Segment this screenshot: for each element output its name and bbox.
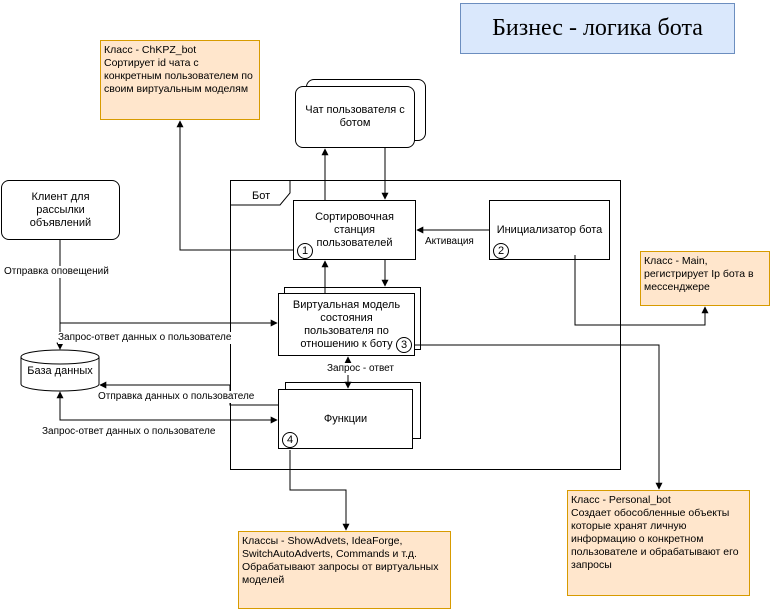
database-node: База данных [27, 364, 93, 377]
note-main: Класс - Main, регистрирует Ip бота в мес… [640, 251, 770, 306]
edge-db-functions [56, 391, 278, 424]
virtual-model-node: Виртуальная модель состояния пользовател… [278, 293, 415, 356]
sorting-station-node: Сортировочная станция пользователей [293, 200, 416, 260]
ad-client-node: Клиент для рассылки объявлений [1, 180, 120, 240]
database-cylinder [20, 349, 100, 392]
label-req-resp-bottom: Запрос-ответ данных о пользователе [42, 426, 216, 438]
functions-node: Функции [278, 389, 413, 449]
label-activation: Активация [425, 236, 474, 248]
bot-initializer-node: Инициализатор бота [489, 200, 610, 260]
badge-4: 4 [282, 432, 298, 448]
edge-initializer-to-main [574, 255, 709, 326]
note-chkpz-bot: Класс - ChKPZ_bot Сортирует id чата с ко… [100, 40, 260, 120]
label-req-resp-top: Запрос-ответ данных о пользователе [58, 332, 232, 344]
badge-2: 2 [493, 243, 509, 259]
bot-frame-tab [230, 180, 291, 206]
label-send-notifications: Отправка оповещений [4, 266, 109, 278]
note-personal-bot: Класс - Personal_bot Создает обособленны… [567, 490, 750, 596]
label-send-user-data: Отправка данных о пользователе [98, 391, 255, 403]
badge-3: 3 [396, 337, 412, 353]
bot-frame-label: Бот [252, 190, 271, 202]
label-request-response: Запрос - ответ [327, 363, 394, 375]
user-chat-node: Чат пользователя с ботом [295, 86, 415, 148]
diagram-title: Бизнес - логика бота [460, 3, 735, 54]
edge-functions-to-classes [289, 450, 350, 531]
edge-model-to-personal [415, 344, 663, 490]
note-classes: Классы - ShowAdvets, IdeaForge, SwitchAu… [238, 531, 451, 609]
edge-sorting-to-chkpz [176, 120, 293, 251]
badge-1: 1 [297, 243, 313, 259]
